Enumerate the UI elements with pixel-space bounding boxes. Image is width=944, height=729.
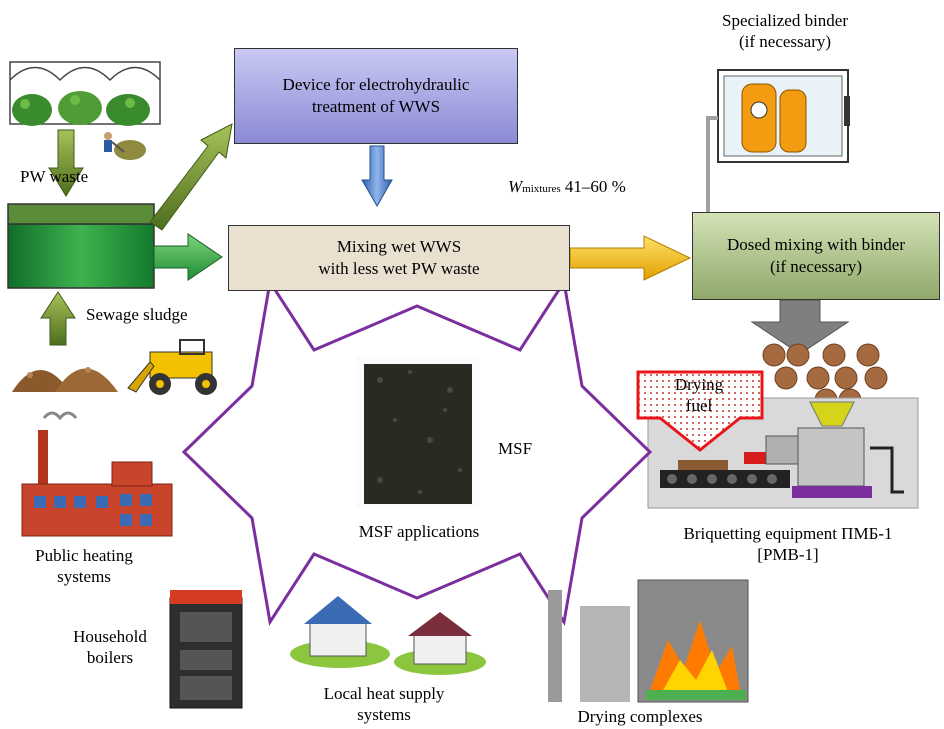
briquetting-line2: [PMB-1] [757, 545, 819, 564]
drying-fuel-line2: fuel [685, 396, 713, 415]
local-heat-label: Local heat supply systems [294, 683, 474, 725]
device-box-label: Device for electrohydraulic treatment of… [282, 75, 470, 116]
briquetting-label: Briquetting equipment ПМБ-1 [PMB-1] [646, 523, 930, 565]
greenhouse-illustration [9, 61, 161, 160]
drying-complex-illustration [548, 579, 749, 703]
houses-illustration [290, 596, 486, 675]
arrow-device-to-mixing [361, 145, 393, 208]
dosed-mixing-box: Dosed mixing with binder (if necessary) [692, 212, 940, 300]
sewage-sludge-tank [7, 203, 155, 289]
pw-waste-label: PW waste [20, 167, 89, 186]
device-box: Device for electrohydraulic treatment of… [234, 48, 518, 144]
drying-fuel-label: Drying fuel [664, 374, 734, 416]
arrow-pw-to-tank [48, 129, 84, 197]
household-boiler-illustration [169, 590, 243, 709]
sewage-sludge-label: Sewage sludge [86, 305, 188, 324]
arrow-mixing-to-dosed [569, 235, 692, 281]
bulldozer-icon [127, 339, 217, 395]
household-line2: boilers [86, 648, 134, 667]
msf-label: MSF [498, 439, 533, 458]
local-heat-line1: Local heat supply [323, 684, 445, 703]
dosed-mixing-line1: Dosed mixing with binder [726, 235, 905, 254]
binder-cabinet-illustration [706, 69, 850, 212]
arrow-sludge-to-tank [40, 291, 76, 346]
briquetting-machine-illustration [647, 397, 919, 509]
dosed-mixing-line2: (if necessary) [769, 257, 863, 276]
moisture-range: 41–60 % [564, 177, 626, 196]
drying-complexes-label: Drying complexes [577, 707, 703, 726]
moisture-label: Wmixtures 41–60 % [508, 176, 626, 200]
public-heating-label: Public heating systems [14, 545, 154, 587]
mixing-box-line2: with less wet PW waste [318, 259, 480, 278]
local-heat-line2: systems [357, 705, 411, 724]
drying-fuel-arrow [636, 370, 764, 452]
household-line1: Household [73, 627, 147, 646]
household-boilers-label: Household boilers [62, 626, 158, 668]
public-heating-illustration [21, 411, 173, 537]
mixing-box: Mixing wet WWS with less wet PW waste [228, 225, 570, 291]
specialized-binder-line2: (if necessary) [738, 32, 832, 51]
moisture-subscript: mixtures [522, 183, 561, 195]
sludge-heap-illustration [12, 367, 118, 392]
mixing-box-line1: Mixing wet WWS [336, 237, 462, 256]
public-heating-line2: systems [57, 567, 111, 586]
msf-applications-label: MSF applications [358, 522, 480, 541]
moisture-symbol: W [508, 177, 523, 196]
drying-fuel-line1: Drying [674, 375, 724, 394]
specialized-binder-label: Specialized binder (if necessary) [690, 10, 880, 52]
arrow-tank-to-mixing [153, 233, 223, 281]
arrow-dosed-to-briquetting [750, 299, 850, 355]
msf-briquette-photo [356, 356, 480, 508]
briquetting-line1: Briquetting equipment ПМБ-1 [683, 524, 893, 543]
specialized-binder-line1: Specialized binder [721, 11, 849, 30]
public-heating-line1: Public heating [35, 546, 133, 565]
arrow-tank-to-device [149, 123, 233, 231]
